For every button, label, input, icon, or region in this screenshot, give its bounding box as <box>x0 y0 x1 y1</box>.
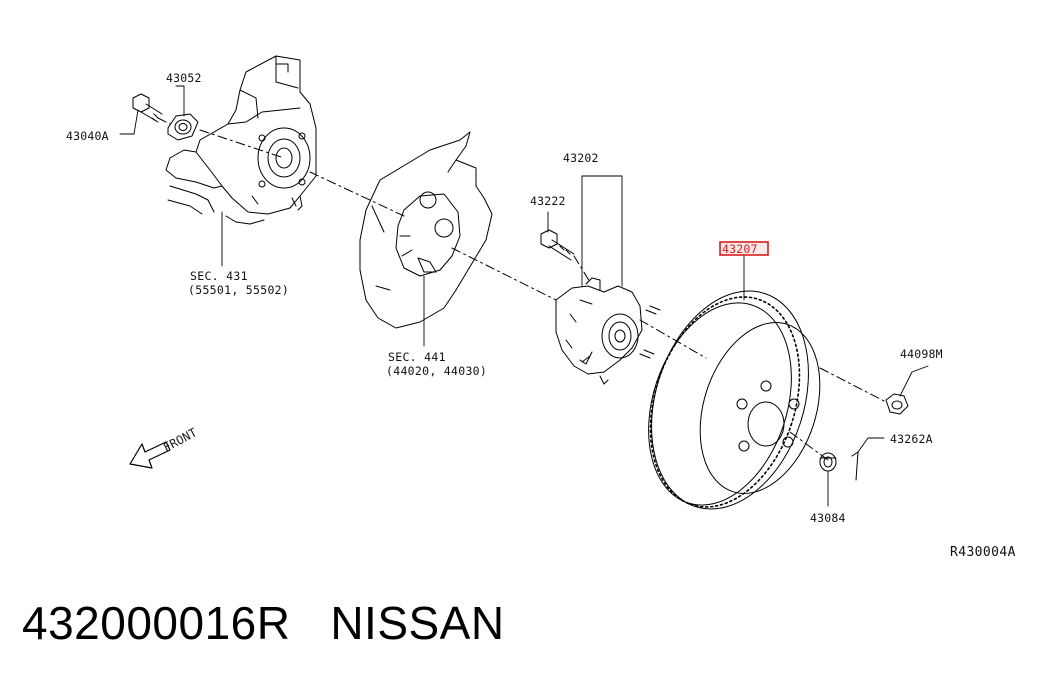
nut-44098m-icon <box>885 393 909 415</box>
backing-plate <box>359 131 493 329</box>
part-number: 432000016R <box>22 597 291 649</box>
brand-name: NISSAN <box>330 597 505 649</box>
label-sec431: SEC. 431 <box>190 269 248 283</box>
label-43262a: 43262A <box>890 432 933 446</box>
label-43207: 43207 <box>722 242 758 256</box>
leader-lines <box>119 85 929 507</box>
label-44098m: 44098M <box>900 347 943 361</box>
part-caption: 432000016R NISSAN <box>22 596 505 650</box>
label-43202: 43202 <box>563 151 599 165</box>
label-sec441: SEC. 441 <box>388 350 446 364</box>
bolt-43040a-icon <box>132 93 163 123</box>
bolt-43222-icon <box>540 229 575 261</box>
label-sec431-codes: (55501, 55502) <box>188 283 289 297</box>
front-label: FRONT <box>161 425 199 454</box>
highlight-box <box>719 241 769 256</box>
label-43084: 43084 <box>810 511 846 525</box>
knuckle-housing <box>165 55 317 225</box>
assembly-dash-lines <box>157 117 887 461</box>
reference-code: R430004A <box>950 545 1016 560</box>
pin-43262a-icon <box>851 451 859 481</box>
bracket-43052-icon <box>167 113 199 141</box>
label-43222: 43222 <box>530 194 566 208</box>
screw-43084-icon <box>819 452 837 472</box>
brake-rotor <box>648 290 821 510</box>
rotor-vent-hatching <box>649 296 801 508</box>
label-sec441-codes: (44020, 44030) <box>386 364 487 378</box>
hub-assembly <box>555 277 661 385</box>
label-43052: 43052 <box>166 71 202 85</box>
front-arrow-icon <box>129 441 171 469</box>
label-43040a: 43040A <box>66 129 109 143</box>
